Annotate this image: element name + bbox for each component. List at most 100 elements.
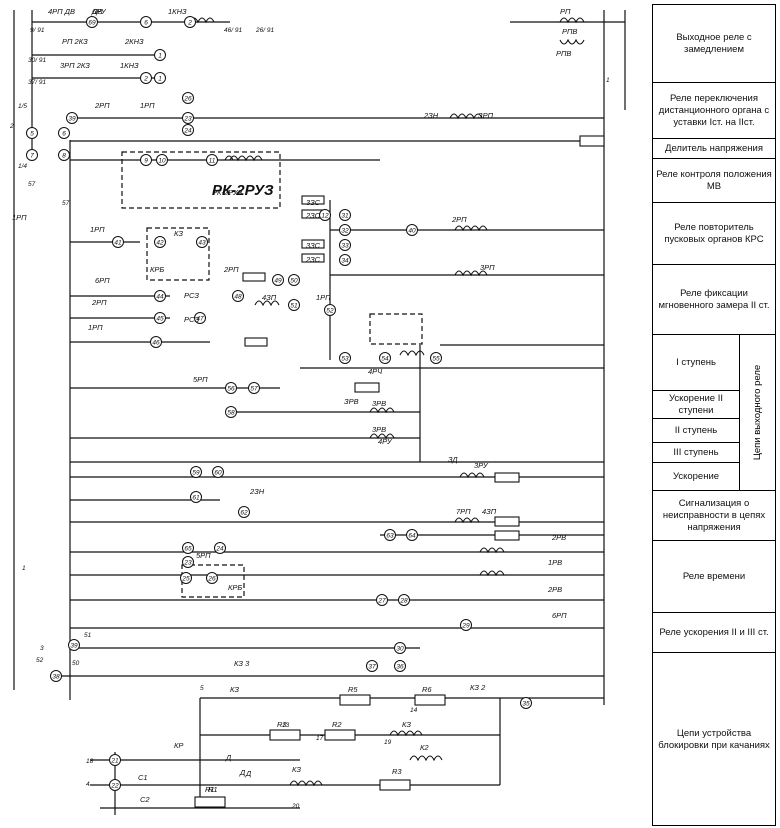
terminal-circle [319, 209, 331, 221]
component-label: 6РП [95, 276, 110, 285]
terminal-number: 25 [181, 576, 190, 583]
terminal-number: 1 [158, 53, 162, 60]
terminal-circle [182, 112, 194, 124]
wire-label: 3 [40, 645, 44, 652]
wire-label: 14 [410, 707, 418, 714]
terminal-circle [182, 92, 194, 104]
component-label: 1РП [90, 225, 105, 234]
terminal-number: 46 [152, 340, 160, 347]
terminal-number: 23 [183, 116, 192, 123]
terminal-number: 43 [198, 240, 206, 247]
component-label: КЗ [230, 685, 239, 694]
terminal-number: 51 [290, 303, 298, 310]
terminal-number: 54 [381, 356, 389, 363]
wire-label: 18 [86, 758, 94, 765]
terminal-circle [206, 154, 218, 166]
terminal-circle [190, 466, 202, 478]
legend-row: Реле переключения дистанционного органа … [653, 83, 775, 139]
terminal-circle [140, 72, 152, 84]
terminal-number: 6 [144, 20, 148, 27]
terminal-number: 38 [52, 674, 60, 681]
terminal-number: 2 [187, 20, 192, 27]
component-label: R5 [348, 685, 358, 694]
terminal-circle [339, 254, 351, 266]
terminal-number: 30 [396, 646, 404, 653]
terminal-number: 57 [250, 386, 258, 393]
terminal-number: 11 [209, 158, 216, 165]
terminal-number: 21 [110, 758, 119, 765]
component-label: КЗ [292, 765, 301, 774]
terminal-number: 37 [368, 664, 376, 671]
wire-label: 51 [84, 632, 92, 639]
terminal-circle [214, 542, 226, 554]
terminal-circle [154, 290, 166, 302]
component-label: 6РУ [92, 7, 107, 16]
terminal-circle [109, 754, 121, 766]
wiring [13, 10, 626, 815]
component-label: 2РВ [551, 533, 566, 542]
terminal-number: 44 [156, 294, 164, 301]
component-label: 5РП [193, 375, 208, 384]
component-label: 1РП [316, 293, 331, 302]
wire-label: 4 [86, 781, 90, 788]
terminal-circle [196, 236, 208, 248]
terminal-number: 62 [240, 510, 248, 517]
terminal-number: 9 [144, 158, 148, 165]
terminal-circle [154, 312, 166, 324]
terminal-circle [140, 16, 152, 28]
component-label: 4РЧ [368, 367, 383, 376]
terminal-circle [339, 209, 351, 221]
terminal-number: 65 [184, 546, 192, 553]
component-label: 1КНЗ [120, 61, 139, 70]
terminal-circle [288, 299, 300, 311]
terminal-circle [86, 16, 98, 28]
wire-label: 1/5 [18, 103, 27, 110]
wire-label: 17 [316, 735, 324, 742]
terminal-number: 7 [30, 153, 34, 160]
wire-label: 30/ 91 [28, 57, 46, 64]
component-label: 2ЗН [249, 487, 265, 496]
terminal-circle [460, 619, 472, 631]
terminal-circle [190, 491, 202, 503]
terminal-circle [112, 236, 124, 248]
legend-row: II ступень [653, 419, 739, 443]
wire-label: 1 [606, 77, 610, 84]
component-label: 1КНЗ [168, 7, 187, 16]
terminal-number: 26 [207, 576, 216, 583]
component-label: Д [239, 768, 246, 777]
wire-label: 2 [9, 123, 14, 130]
terminal-circle [150, 336, 162, 348]
component-label: R2 [332, 720, 342, 729]
component-label: К2 [420, 743, 429, 752]
terminal-circle [339, 224, 351, 236]
terminal-circle [225, 406, 237, 418]
component-label: 3РП [480, 263, 495, 272]
component-label: РК-2РУЗ [212, 188, 243, 197]
terminal-number: 10 [158, 158, 166, 165]
component-label: 3РП 2КЗ [60, 61, 90, 70]
rk-module-label: РК-2РУЗ [212, 182, 274, 199]
component-label: 2ЗС [305, 211, 321, 220]
component-label: 2ЗН [423, 111, 439, 120]
terminal-number: 12 [321, 213, 329, 220]
legend-row: Ускорение [653, 463, 739, 491]
component-label: РП [560, 7, 571, 16]
wire-label: 57 [28, 181, 36, 188]
legend-row: Реле времени [653, 541, 775, 613]
terminal-number: 53 [341, 356, 349, 363]
wire-label: 5 [200, 685, 204, 692]
terminal-circle [324, 304, 336, 316]
terminal-circle [238, 506, 250, 518]
terminal-circle [194, 312, 206, 324]
terminal-circle [232, 290, 244, 302]
terminal-number: 49 [274, 278, 282, 285]
component-label: 3ЗС [306, 198, 321, 207]
terminal-number: 24 [183, 128, 192, 135]
terminal-circle [58, 149, 70, 161]
terminal-circle [26, 149, 38, 161]
terminal-number: 32 [341, 228, 349, 235]
terminal-number: 61 [192, 495, 200, 502]
terminal-number: 29 [461, 623, 470, 630]
component-label: 3РВ [372, 399, 386, 408]
